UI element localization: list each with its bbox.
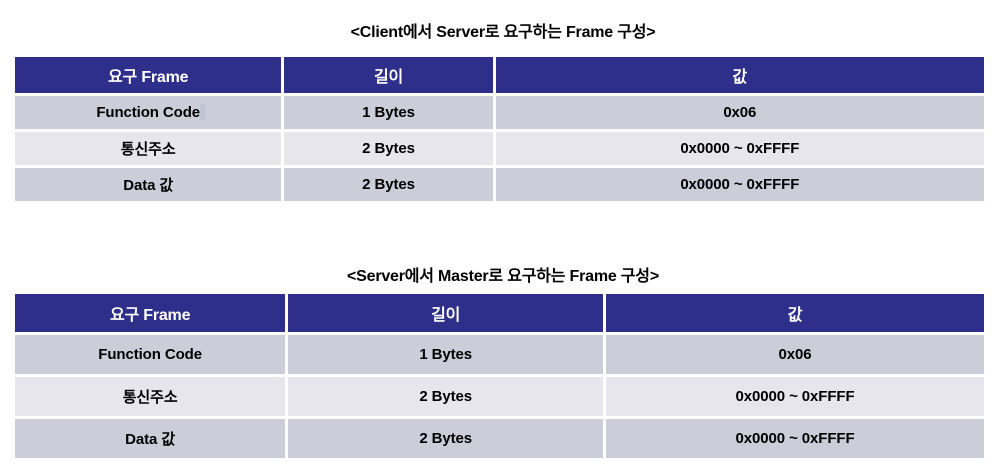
cell-length: 2 Bytes: [284, 132, 496, 168]
column-header-frame: 요구 Frame: [15, 57, 285, 96]
cell-frame: 통신주소: [15, 132, 285, 168]
cell-frame: Data 값: [15, 168, 285, 201]
table-row: Data 값 2 Bytes 0x0000 ~ 0xFFFF: [15, 419, 984, 458]
cell-value: 0x0000 ~ 0xFFFF: [495, 132, 984, 168]
cell-value: 0x0000 ~ 0xFFFF: [606, 377, 984, 419]
cell-length: 1 Bytes: [288, 335, 607, 377]
cell-frame: 통신주소: [15, 377, 289, 419]
cell-length: 2 Bytes: [288, 377, 607, 419]
cell-frame-text: Function Code: [96, 104, 205, 121]
cell-length: 2 Bytes: [288, 419, 607, 458]
column-header-frame: 요구 Frame: [15, 294, 289, 335]
table-row: 통신주소 2 Bytes 0x0000 ~ 0xFFFF: [15, 132, 984, 168]
cell-length: 2 Bytes: [284, 168, 496, 201]
column-header-length: 길이: [284, 57, 496, 96]
frame-table-client-to-server: 요구 Frame 길이 값 Function Code 1 Bytes 0x06…: [15, 57, 984, 201]
cell-frame: Data 값: [15, 419, 289, 458]
cell-length: 1 Bytes: [284, 96, 496, 132]
table-header-row: 요구 Frame 길이 값: [15, 57, 984, 96]
cell-value: 0x06: [606, 335, 984, 377]
cell-frame: Function Code: [15, 96, 285, 132]
cell-value: 0x06: [495, 96, 984, 132]
table-row: Data 값 2 Bytes 0x0000 ~ 0xFFFF: [15, 168, 984, 201]
cell-value: 0x0000 ~ 0xFFFF: [495, 168, 984, 201]
frame-table-server-to-master: 요구 Frame 길이 값 Function Code 1 Bytes 0x06…: [15, 294, 984, 458]
table-row: Function Code 1 Bytes 0x06: [15, 335, 984, 377]
column-header-length: 길이: [288, 294, 607, 335]
table-row: 통신주소 2 Bytes 0x0000 ~ 0xFFFF: [15, 377, 984, 419]
section-title-server-to-master: <Server에서 Master로 요구하는 Frame 구성>: [347, 268, 659, 285]
section-title-client-to-server: <Client에서 Server로 요구하는 Frame 구성>: [350, 24, 656, 41]
table-row: Function Code 1 Bytes 0x06: [15, 96, 984, 132]
cell-value: 0x0000 ~ 0xFFFF: [606, 419, 984, 458]
column-header-value: 값: [606, 294, 984, 335]
cell-frame: Function Code: [15, 335, 289, 377]
column-header-value: 값: [495, 57, 984, 96]
table-header-row: 요구 Frame 길이 값: [15, 294, 984, 335]
